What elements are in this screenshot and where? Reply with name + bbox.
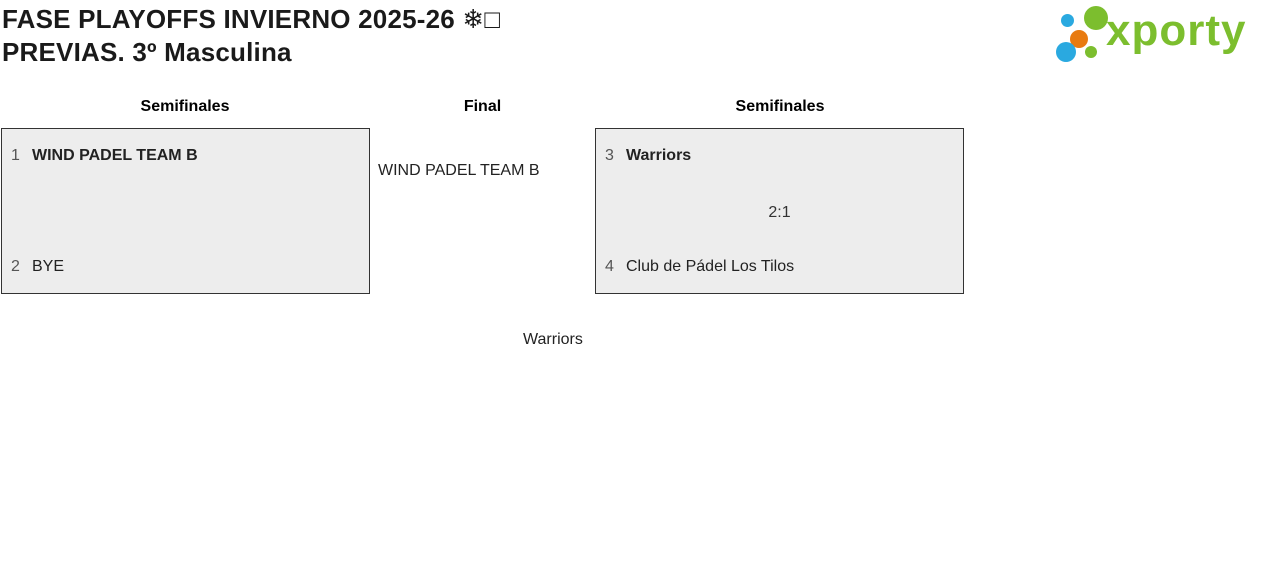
page-title: FASE PLAYOFFS INVIERNO 2025-26 ❄□: [2, 4, 501, 34]
team-seed: 2: [11, 258, 20, 275]
round-header-semifinal-left: Semifinales: [140, 98, 230, 115]
round-header-semifinal-right: Semifinales: [735, 98, 825, 115]
logo-dot-blue-big-icon: [1056, 42, 1076, 62]
logo-dot-green-big-icon: [1084, 6, 1108, 30]
team-row: 2 BYE: [11, 257, 360, 277]
logo-dot-blue-small-icon: [1061, 14, 1074, 27]
team-seed: 4: [605, 258, 614, 275]
match-box-semifinal-right: 3 Warriors 2:1 4 Club de Pádel Los Tilos: [595, 128, 964, 294]
team-seed: 1: [11, 147, 20, 164]
xporty-logo[interactable]: xporty: [1050, 0, 1280, 70]
page-subtitle: PREVIAS. 3º Masculina: [2, 37, 292, 67]
match-score: 2:1: [768, 204, 791, 221]
team-name: Warriors: [626, 147, 692, 164]
logo-wordmark: xporty: [1106, 6, 1247, 55]
final-slot-bottom-team: Warriors: [523, 331, 583, 348]
team-name: BYE: [32, 258, 65, 275]
team-seed: 3: [605, 147, 614, 164]
team-row: 1 WIND PADEL TEAM B: [11, 146, 360, 166]
match-box-semifinal-left: 1 WIND PADEL TEAM B 2 BYE: [1, 128, 370, 294]
logo-dot-orange-icon: [1070, 30, 1088, 48]
team-name: Club de Pádel Los Tilos: [626, 258, 795, 275]
team-row: 3 Warriors: [605, 146, 954, 166]
round-header-final: Final: [463, 98, 502, 115]
page-header: FASE PLAYOFFS INVIERNO 2025-26 ❄□ PREVIA…: [2, 3, 500, 69]
final-slot-top-team: WIND PADEL TEAM B: [378, 162, 540, 179]
team-name: WIND PADEL TEAM B: [32, 147, 198, 164]
team-row: 4 Club de Pádel Los Tilos: [605, 257, 954, 277]
logo-dot-green-small-icon: [1085, 46, 1097, 58]
